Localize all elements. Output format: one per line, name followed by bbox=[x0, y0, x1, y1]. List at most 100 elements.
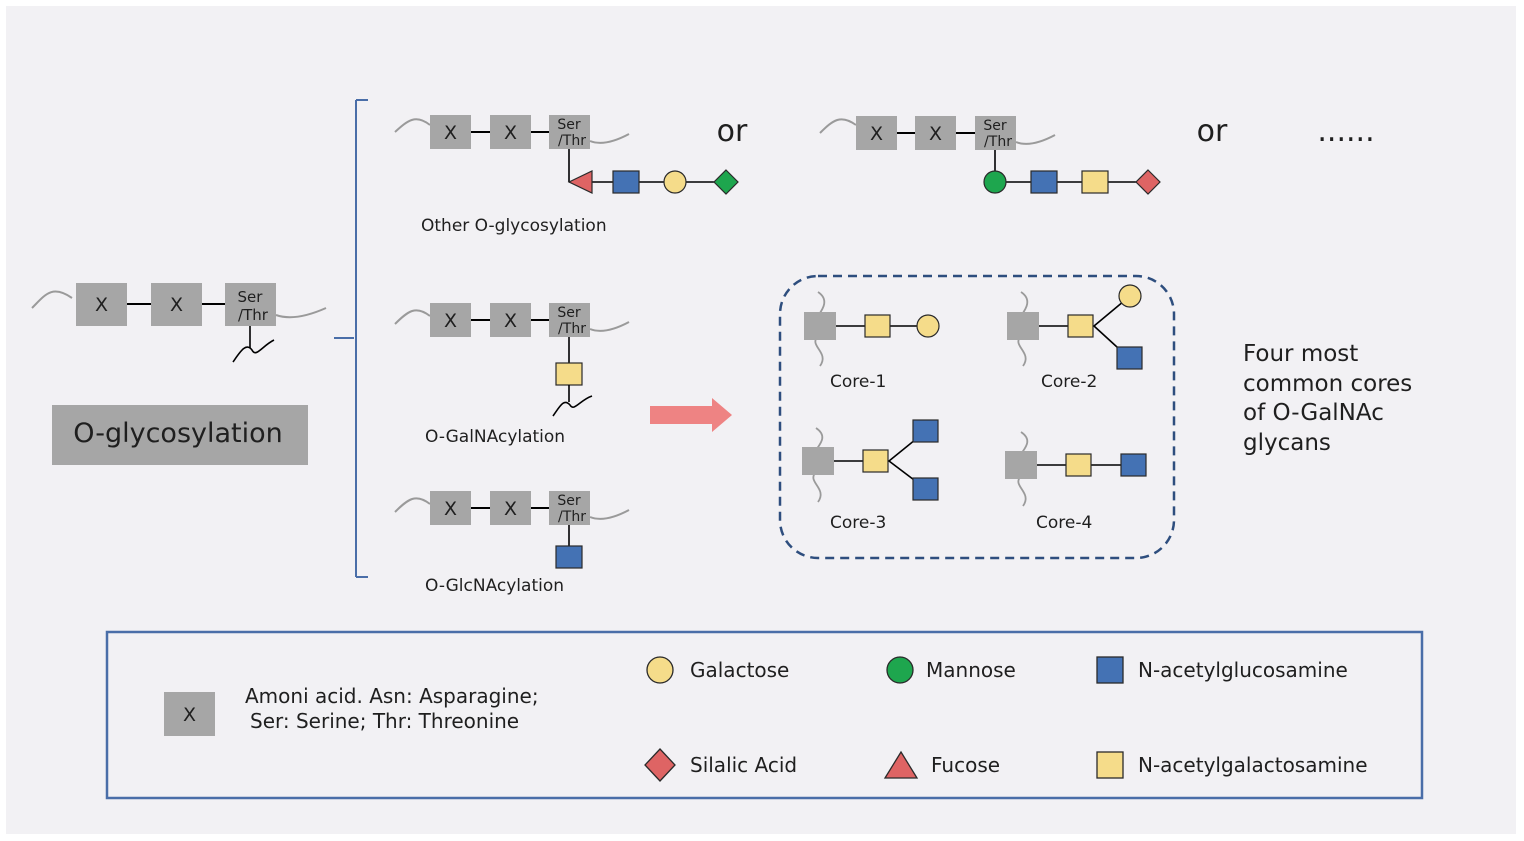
side-note-line-2: common cores bbox=[1243, 371, 1412, 397]
amino-acid-label: X bbox=[95, 294, 108, 316]
side-note-line-1: Four most bbox=[1243, 341, 1358, 367]
ser-thr-box bbox=[1007, 312, 1039, 340]
legend-galnac-label: N-acetylgalactosamine bbox=[1138, 753, 1368, 777]
glcnac-square bbox=[612, 170, 640, 194]
peptide-tail-left bbox=[31, 290, 73, 309]
legend-amino-acid-symbol: X bbox=[183, 704, 196, 726]
legend-sialic-acid-icon bbox=[644, 748, 676, 782]
amino-acid-label: X bbox=[504, 498, 517, 520]
galnac-square bbox=[1081, 170, 1109, 194]
amino-acid-box bbox=[76, 283, 127, 326]
galactose-circle bbox=[663, 170, 687, 194]
core-1-label: Core-1 bbox=[830, 372, 886, 392]
legend-amino-acid-box bbox=[164, 692, 215, 736]
peptide-tail-right bbox=[589, 321, 630, 332]
legend-mannose-icon bbox=[886, 656, 914, 684]
legend-galnac-icon bbox=[1096, 751, 1124, 779]
ser-thr-box bbox=[975, 116, 1016, 150]
glcnac-square bbox=[1116, 346, 1143, 370]
amino-acid-box bbox=[430, 115, 471, 149]
amino-acid-label: X bbox=[170, 294, 183, 316]
legend-galactose-label: Galactose bbox=[690, 658, 789, 682]
glcnac-square bbox=[912, 419, 939, 443]
glcnac-square bbox=[555, 545, 583, 569]
or-text: or bbox=[1197, 114, 1228, 149]
amino-acid-box bbox=[915, 116, 956, 150]
legend-sialic-acid-label: Silalic Acid bbox=[690, 753, 797, 777]
ser-label: Ser bbox=[238, 288, 264, 306]
amino-acid-box bbox=[490, 491, 531, 525]
o-galnacylation: X X Ser /Thr bbox=[394, 303, 630, 417]
or-text: or bbox=[717, 114, 748, 149]
amino-acid-box bbox=[151, 283, 202, 326]
other-o-glycosylation-1: X X Ser /Thr bbox=[394, 115, 739, 195]
ser-thr-box bbox=[549, 491, 590, 525]
right-arrow-icon bbox=[650, 398, 732, 432]
galactose-circle bbox=[1118, 284, 1142, 308]
mannose-diamond bbox=[713, 169, 739, 195]
ser-thr-box bbox=[1005, 451, 1037, 479]
legend-amino-acid-line-1: Amoni acid. Asn: Asparagine; bbox=[245, 684, 539, 708]
thr-label: /Thr bbox=[984, 134, 1012, 150]
glycan-squiggle bbox=[232, 339, 275, 363]
caption-o-glcnacylation: O-GlcNAcylation bbox=[425, 576, 564, 596]
glycan-squiggle bbox=[552, 395, 593, 417]
amino-acid-label: X bbox=[444, 310, 457, 332]
page-title: O-glycosylation bbox=[73, 418, 283, 449]
thr-label: /Thr bbox=[558, 321, 586, 337]
ellipsis: ...... bbox=[1317, 114, 1374, 149]
thr-label: /Thr bbox=[558, 509, 586, 525]
legend-fucose-label: Fucose bbox=[931, 753, 1000, 777]
other-o-glycosylation-2: X X Ser /Thr bbox=[819, 116, 1161, 195]
title-box bbox=[52, 405, 308, 465]
galactose-circle bbox=[916, 314, 940, 338]
core-4-label: Core-4 bbox=[1036, 513, 1092, 533]
legend-mannose-label: Mannose bbox=[926, 658, 1016, 682]
core-3 bbox=[802, 419, 939, 503]
peptide-tail-left bbox=[394, 497, 431, 513]
ser-label: Ser bbox=[557, 117, 581, 133]
core-3-label: Core-3 bbox=[830, 513, 886, 533]
legend-amino-acid-line-2: Ser: Serine; Thr: Threonine bbox=[250, 709, 519, 733]
amino-acid-label: X bbox=[504, 310, 517, 332]
cores-frame bbox=[778, 274, 1176, 560]
legend-galactose-icon bbox=[646, 656, 674, 684]
legend-fucose-icon bbox=[883, 750, 919, 779]
legend-glcnac-label: N-acetylglucosamine bbox=[1138, 658, 1348, 682]
glcnac-square bbox=[912, 477, 939, 501]
amino-acid-box bbox=[490, 303, 531, 337]
main-peptide: X X Ser /Thr bbox=[31, 283, 327, 363]
amino-acid-box bbox=[856, 116, 897, 150]
amino-acid-box bbox=[430, 491, 471, 525]
caption-other-o-glycosylation: Other O-glycosylation bbox=[421, 216, 607, 236]
ser-thr-box bbox=[549, 303, 590, 337]
side-note-line-3: of O-GalNAc bbox=[1243, 400, 1384, 426]
peptide-tail-left bbox=[394, 309, 431, 325]
ser-label: Ser bbox=[557, 305, 581, 321]
amino-acid-label: X bbox=[504, 122, 517, 144]
core-2 bbox=[1007, 284, 1143, 370]
ser-thr-box bbox=[804, 312, 836, 340]
amino-acid-label: X bbox=[929, 123, 942, 145]
amino-acid-box bbox=[490, 115, 531, 149]
amino-acid-label: X bbox=[870, 123, 883, 145]
core-4 bbox=[1005, 431, 1147, 507]
ser-thr-box bbox=[225, 283, 276, 326]
sialic-acid-diamond bbox=[1135, 169, 1161, 195]
ser-label: Ser bbox=[983, 118, 1007, 134]
core-2-label: Core-2 bbox=[1041, 372, 1097, 392]
galnac-square bbox=[864, 314, 891, 338]
peptide-tail-right bbox=[275, 307, 327, 319]
peptide-tail-left bbox=[394, 118, 431, 133]
peptide-tail-right bbox=[589, 509, 630, 520]
galnac-square bbox=[862, 449, 889, 473]
legend-glcnac-icon bbox=[1096, 656, 1124, 684]
thr-label: /Thr bbox=[558, 133, 586, 149]
ser-thr-box bbox=[549, 115, 590, 149]
glcnac-square bbox=[1030, 170, 1058, 194]
side-note-line-4: glycans bbox=[1243, 430, 1331, 456]
peptide-tail-left bbox=[819, 118, 857, 134]
thr-label: /Thr bbox=[238, 306, 269, 324]
ser-label: Ser bbox=[557, 493, 581, 509]
